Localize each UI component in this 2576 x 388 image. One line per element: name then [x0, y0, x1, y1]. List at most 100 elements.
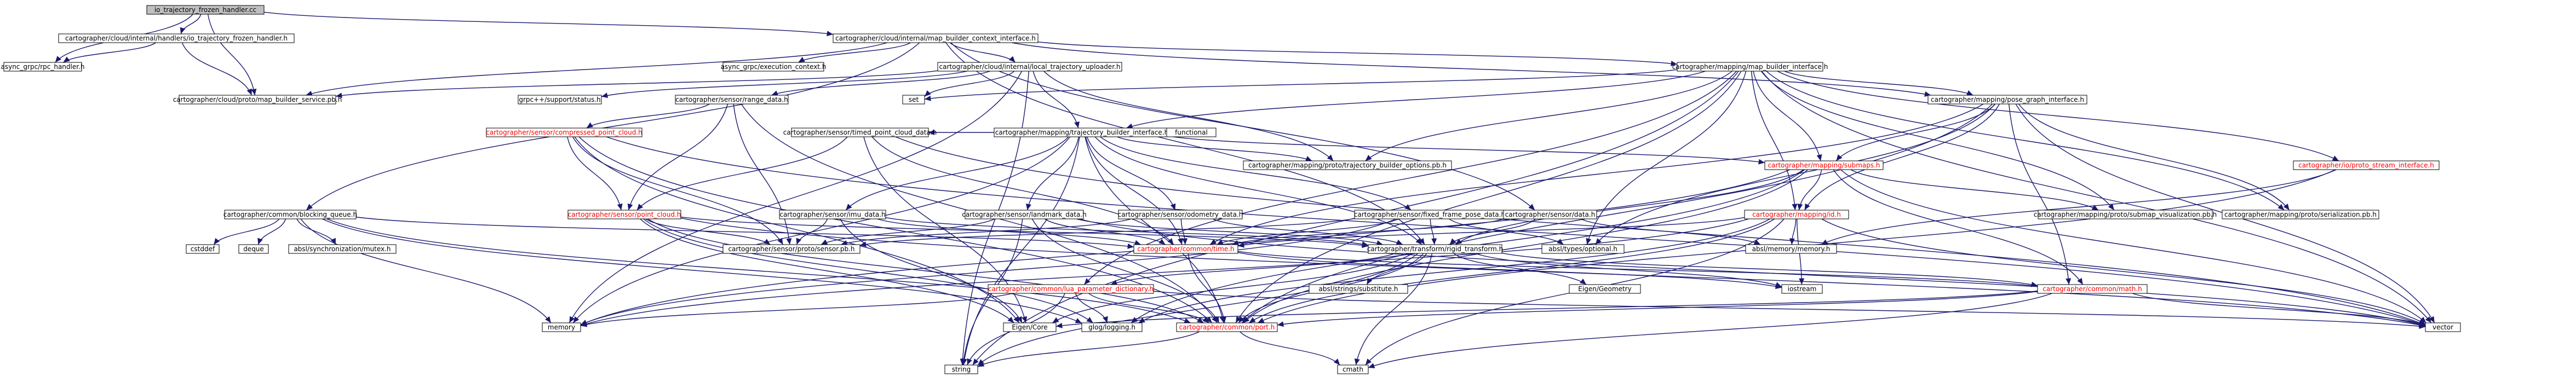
node-odometry-data[interactable]: cartographer/sensor/odometry_data.h: [1118, 210, 1243, 219]
node-tbi-h[interactable]: cartographer/mapping/trajectory_builder_…: [994, 128, 1170, 137]
node-label: cartographer/mapping/proto/trajectory_bu…: [1248, 161, 1447, 169]
node-mbci-h[interactable]: cartographer/cloud/internal/map_builder_…: [833, 33, 1039, 43]
node-landmark-data[interactable]: cartographer/sensor/landmark_data.h: [962, 210, 1087, 219]
node-async-rpc[interactable]: async_grpc/rpc_handler.h: [1, 62, 85, 72]
node-blocking-queue[interactable]: cartographer/common/blocking_queue.h: [223, 210, 357, 219]
edge-mbi_h-to-set: [924, 69, 1678, 101]
edge-lpd_h-to-vector: [1153, 291, 2426, 329]
node-absl-subst[interactable]: absl/strings/substitute.h: [1309, 284, 1408, 294]
node-box: [2037, 284, 2148, 294]
edge-mbci_h-to-rigid_tf: [945, 42, 1425, 245]
node-set[interactable]: set: [902, 95, 925, 105]
node-label: cartographer/io/proto_stream_interface.h: [2298, 161, 2434, 169]
node-tbo-pb[interactable]: cartographer/mapping/proto/trajectory_bu…: [1243, 160, 1452, 170]
node-grpc-status[interactable]: grpc++/support/status.h: [518, 95, 602, 105]
node-iostream[interactable]: iostream: [1781, 284, 1823, 294]
node-box: [1309, 284, 1408, 294]
edge-tbi_h-to-odometry_data: [1086, 136, 1176, 211]
node-sensor-pb[interactable]: cartographer/sensor/proto/sensor.pb.h: [722, 244, 860, 254]
node-label: cartographer/sensor/point_cloud.h: [568, 211, 681, 218]
node-box: [944, 364, 978, 374]
node-box: [2222, 210, 2379, 219]
node-cmath[interactable]: cmath: [1337, 364, 1369, 374]
node-time-h[interactable]: cartographer/common/time.h: [1133, 244, 1238, 254]
node-eigen-geom[interactable]: Eigen/Geometry: [1569, 284, 1641, 294]
node-lpd-h[interactable]: cartographer/common/lua_parameter_dictio…: [988, 284, 1154, 294]
node-compressed-pc[interactable]: cartographer/sensor/compressed_point_clo…: [486, 128, 642, 137]
node-eigen-core[interactable]: Eigen/Core: [1003, 322, 1057, 332]
edge-mbi_h-to-submaps: [1753, 71, 1822, 161]
node-box: [1118, 210, 1243, 219]
edge-blocking_queue-to-time_h: [355, 216, 1134, 249]
node-box: [779, 210, 886, 219]
node-label: set: [909, 96, 919, 103]
edge-id_h-to-memory: [580, 218, 1749, 327]
node-imu-data[interactable]: cartographer/sensor/imu_data.h: [779, 210, 886, 219]
node-root[interactable]: io_trajectory_frozen_handler.cc: [146, 5, 265, 15]
edge-ltu_h-to-range_data: [771, 71, 990, 96]
node-ltu-h[interactable]: cartographer/cloud/internal/local_trajec…: [937, 62, 1122, 72]
node-deque[interactable]: deque: [238, 244, 269, 254]
edge-tbi_h-to-ffpd: [1100, 136, 1412, 211]
node-absl-mutex[interactable]: absl/synchronization/mutex.h: [288, 244, 397, 254]
edge-io_tf_h-to-async_rpc: [63, 42, 156, 63]
node-rigid-tf[interactable]: cartographer/transform/rigid_transform.h: [1367, 244, 1503, 254]
node-sensor-data[interactable]: cartographer/sensor/data.h: [1503, 210, 1597, 219]
edge-odometry_data-to-sensor_pb: [840, 218, 1132, 246]
node-ffpd[interactable]: cartographer/sensor/fixed_frame_pose_dat…: [1354, 210, 1505, 219]
node-ser-pb[interactable]: cartographer/mapping/proto/serialization…: [2222, 210, 2379, 219]
node-box: [179, 95, 336, 105]
edge-tbi_h-to-time_h: [1085, 136, 1183, 245]
node-absl-memory[interactable]: absl/memory/memory.h: [1745, 244, 1837, 254]
node-io-tf-h[interactable]: cartographer/cloud/internal/handlers/io_…: [58, 33, 295, 43]
node-label: cartographer/sensor/odometry_data.h: [1118, 211, 1243, 218]
node-functional[interactable]: functional: [1166, 128, 1217, 137]
node-box: [146, 5, 265, 15]
node-label: cartographer/mapping/id.h: [1752, 211, 1841, 218]
node-point-cloud[interactable]: cartographer/sensor/point_cloud.h: [567, 210, 681, 219]
edge-rigid_tf-to-iostream: [1475, 253, 1782, 287]
node-box: [1764, 160, 1884, 170]
node-math-h[interactable]: cartographer/common/math.h: [2037, 284, 2148, 294]
edge-range_data-to-sensor_pb: [733, 103, 792, 245]
node-box: [567, 210, 681, 219]
header-nodes: io_trajectory_frozen_handler.cc cartograp…: [1, 5, 2461, 374]
node-submaps[interactable]: cartographer/mapping/submaps.h: [1764, 160, 1884, 170]
node-string[interactable]: string: [944, 364, 978, 374]
edge-lpd_h-to-memory: [580, 293, 1013, 327]
edge-point_cloud-to-eigen_core: [640, 218, 1014, 323]
node-box: [937, 62, 1122, 72]
node-box: [1243, 160, 1452, 170]
node-label: cartographer/common/time.h: [1137, 245, 1234, 253]
edge-odometry_data-to-time_h: [1180, 218, 1188, 245]
edge-landmark_data-to-sensor_pb: [821, 218, 995, 245]
node-absl-optional[interactable]: absl/types/optional.h: [1541, 244, 1625, 254]
edge-mbci_h-to-pgi_h: [1012, 42, 1931, 97]
node-proto-stream[interactable]: cartographer/io/proto_stream_interface.h: [2293, 160, 2440, 170]
node-box: [3, 62, 82, 72]
node-port-h[interactable]: cartographer/common/port.h: [1176, 322, 1278, 332]
node-async-exec[interactable]: async_grpc/execution_context.h: [721, 62, 827, 72]
node-label: cartographer/cloud/internal/map_builder_…: [835, 34, 1036, 42]
node-tpcd[interactable]: cartographer/sensor/timed_point_cloud_da…: [783, 128, 937, 137]
edge-compressed_pc-to-port_h: [578, 136, 1213, 323]
node-memory[interactable]: memory: [542, 322, 581, 332]
node-mbs-pb[interactable]: cartographer/cloud/proto/map_builder_ser…: [173, 95, 342, 105]
edge-ltu_h-to-mbs_pb: [335, 70, 938, 99]
node-cstddef[interactable]: cstddef: [186, 244, 220, 254]
node-mbi-h[interactable]: cartographer/mapping/map_builder_interfa…: [1672, 62, 1828, 72]
edge-pgi_h-to-port_h: [1241, 103, 1993, 323]
node-smviz-pb[interactable]: cartographer/mapping/proto/submap_visual…: [2034, 210, 2217, 219]
edge-tpcd-to-time_h: [871, 136, 1174, 245]
node-box: [186, 244, 220, 254]
node-range-data[interactable]: cartographer/sensor/range_data.h: [675, 95, 789, 105]
node-label: io_trajectory_frozen_handler.cc: [154, 6, 256, 14]
edge-sensor_data-to-time_h: [1232, 218, 1504, 246]
node-box: [1541, 244, 1625, 254]
node-id-h[interactable]: cartographer/mapping/id.h: [1744, 210, 1849, 219]
edge-blocking_queue-to-port_h: [326, 218, 1191, 323]
edge-math_h-to-eigen_core: [1055, 290, 2038, 328]
node-pgi-h[interactable]: cartographer/mapping/pose_graph_interfac…: [1927, 95, 2087, 105]
node-vector[interactable]: vector: [2425, 322, 2461, 332]
node-glog[interactable]: glog/logging.h: [1081, 322, 1143, 332]
